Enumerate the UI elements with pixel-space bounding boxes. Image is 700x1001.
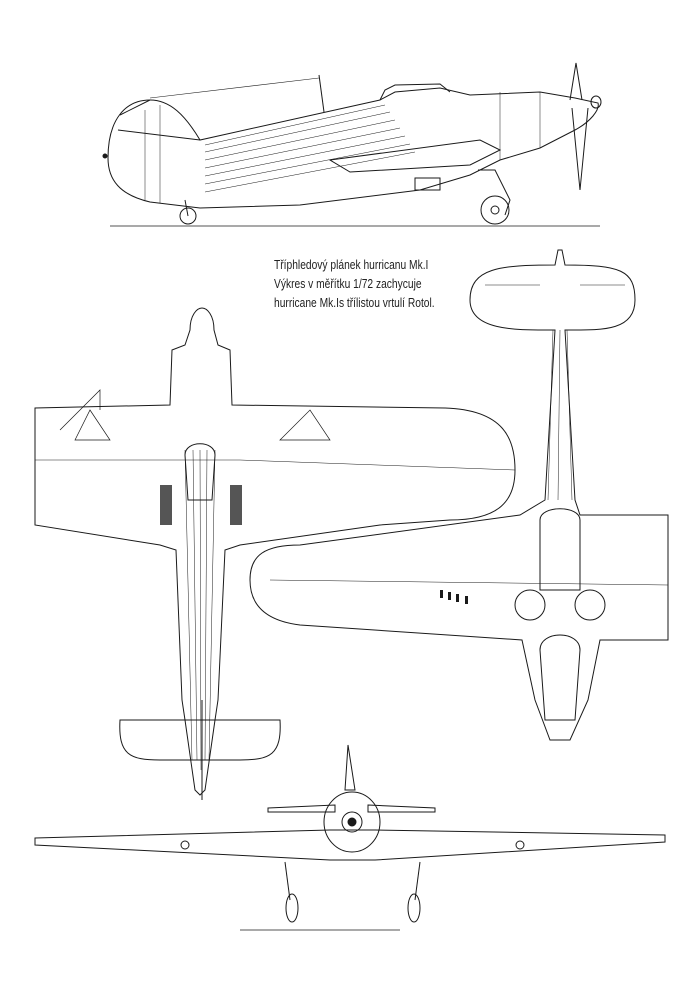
- caption-line: hurricane Mk.Is třílistou vrtulí Rotol.: [274, 296, 435, 310]
- top-view: [34, 307, 516, 800]
- drawing-caption: Tříphledový plánek hurricanu Mk.I Výkres…: [274, 256, 435, 313]
- front-view: [34, 744, 666, 931]
- side-view: [102, 62, 602, 227]
- bottom-view: [249, 249, 669, 741]
- caption-line: Výkres v měřítku 1/72 zachycuje: [274, 277, 422, 291]
- caption-line: Tříphledový plánek hurricanu Mk.I: [274, 258, 429, 272]
